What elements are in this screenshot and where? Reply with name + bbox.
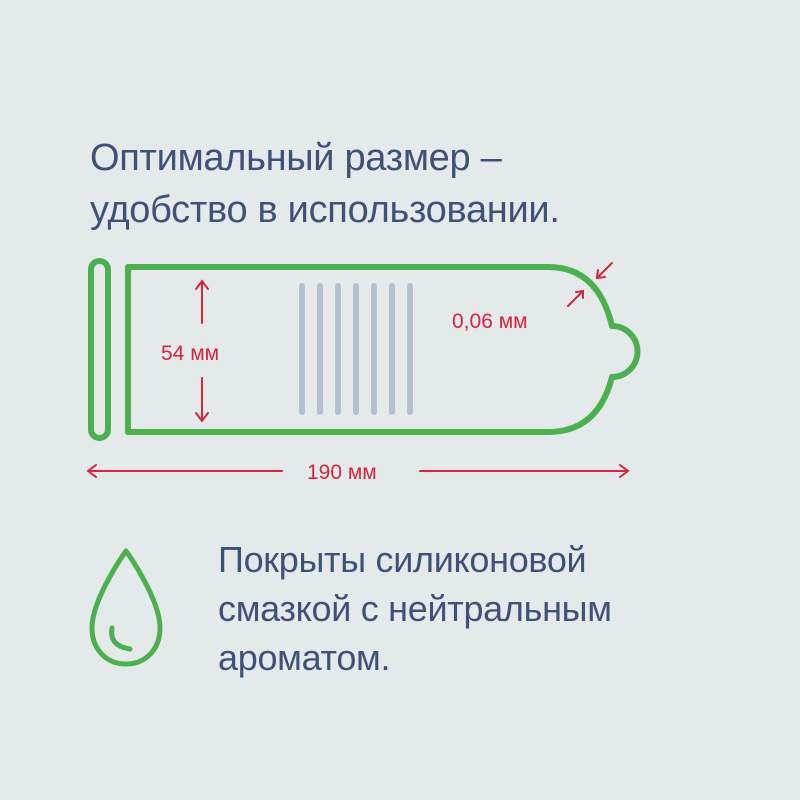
thickness-label: 0,06 мм <box>452 310 528 333</box>
feature-line-2: смазкой с нейтральным <box>218 588 612 629</box>
width-arrow-down-icon <box>195 377 209 423</box>
water-drop-icon <box>89 548 163 667</box>
feature-line-3: ароматом. <box>218 637 391 678</box>
ribbed-texture <box>299 283 413 415</box>
thickness-arrow-in-icon <box>595 262 613 280</box>
width-arrow-up-icon <box>195 279 209 324</box>
heading-line-1: Оптимальный размер – <box>90 137 502 179</box>
lubricant-description: Покрыты силиконовой смазкой с нейтральны… <box>218 535 612 682</box>
length-arrow-right-icon <box>419 464 630 478</box>
width-label: 54 мм <box>161 342 219 365</box>
heading-line-2: удобство в использовании. <box>90 189 560 231</box>
thickness-arrow-out-icon <box>567 289 584 307</box>
length-label: 190 мм <box>307 461 377 484</box>
body-outline <box>125 264 641 435</box>
page-heading: Оптимальный размер – удобство в использо… <box>90 132 560 236</box>
length-arrow-left-icon <box>86 464 283 478</box>
feature-line-1: Покрыты силиконовой <box>218 539 587 580</box>
rim-outline <box>88 258 111 441</box>
